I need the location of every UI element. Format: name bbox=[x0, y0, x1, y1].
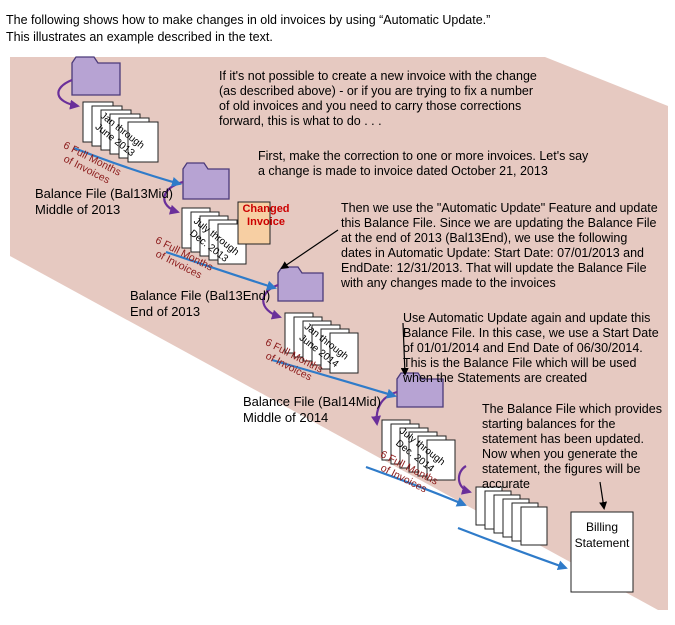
invoice-stack-1: Jan through June 2013 bbox=[82, 101, 159, 163]
folder-icon-bal13mid bbox=[182, 162, 230, 200]
changed-invoice: Changed Invoice bbox=[237, 201, 290, 245]
paragraph-update-bal13end: Then we use the "Automatic Update" Featu… bbox=[341, 201, 658, 290]
blue-arrow-3 bbox=[271, 358, 397, 399]
billing-statement-line-2: Statement bbox=[575, 536, 630, 550]
purple-arrow-1 bbox=[57, 78, 80, 110]
paragraph-update-bal14mid: Use Automatic Update again and update th… bbox=[403, 311, 659, 385]
changed-invoice-line-2: Invoice bbox=[247, 216, 285, 228]
paragraph-statement-ready: The Balance File which provides starting… bbox=[482, 402, 662, 491]
invoice-stack-4: July through Dec. 2014 bbox=[381, 419, 456, 481]
invoice-stack-2: July through Dec. 2013 bbox=[181, 207, 247, 265]
blue-arrow-4 bbox=[365, 465, 467, 507]
invoice-stack-5 bbox=[475, 486, 548, 546]
balance-file-2-when: End of 2013 bbox=[130, 304, 201, 319]
balance-file-1-name: Balance File (Bal13Mid) bbox=[35, 186, 174, 201]
pointer-arrow-1 bbox=[280, 229, 339, 270]
balance-file-2-name: Balance File (Bal13End) bbox=[130, 288, 271, 303]
balance-file-3-name: Balance File (Bal14Mid) bbox=[243, 394, 382, 409]
balance-file-1-when: Middle of 2013 bbox=[35, 202, 121, 217]
blue-arrow-2 bbox=[165, 250, 277, 291]
pointer-arrow-2 bbox=[400, 322, 409, 376]
blue-arrow-5 bbox=[457, 526, 568, 571]
intro-line-2: This illustrates an example described in… bbox=[6, 30, 273, 44]
blue-arrow-1 bbox=[73, 146, 182, 187]
billing-statement-line-1: Billing bbox=[586, 520, 618, 534]
folder-icon-start bbox=[71, 56, 121, 96]
pointer-arrow-3 bbox=[599, 481, 608, 510]
balance-file-3-when: Middle of 2014 bbox=[243, 410, 329, 425]
changed-invoice-line-1: Changed bbox=[242, 203, 289, 215]
paragraph-intro-steps: If it's not possible to create a new inv… bbox=[219, 69, 537, 128]
purple-arrow-5 bbox=[457, 465, 472, 495]
paragraph-make-correction: First, make the correction to one or mor… bbox=[258, 149, 589, 178]
intro-line-1: The following shows how to make changes … bbox=[6, 13, 491, 27]
billing-statement: Billing Statement bbox=[570, 511, 634, 593]
